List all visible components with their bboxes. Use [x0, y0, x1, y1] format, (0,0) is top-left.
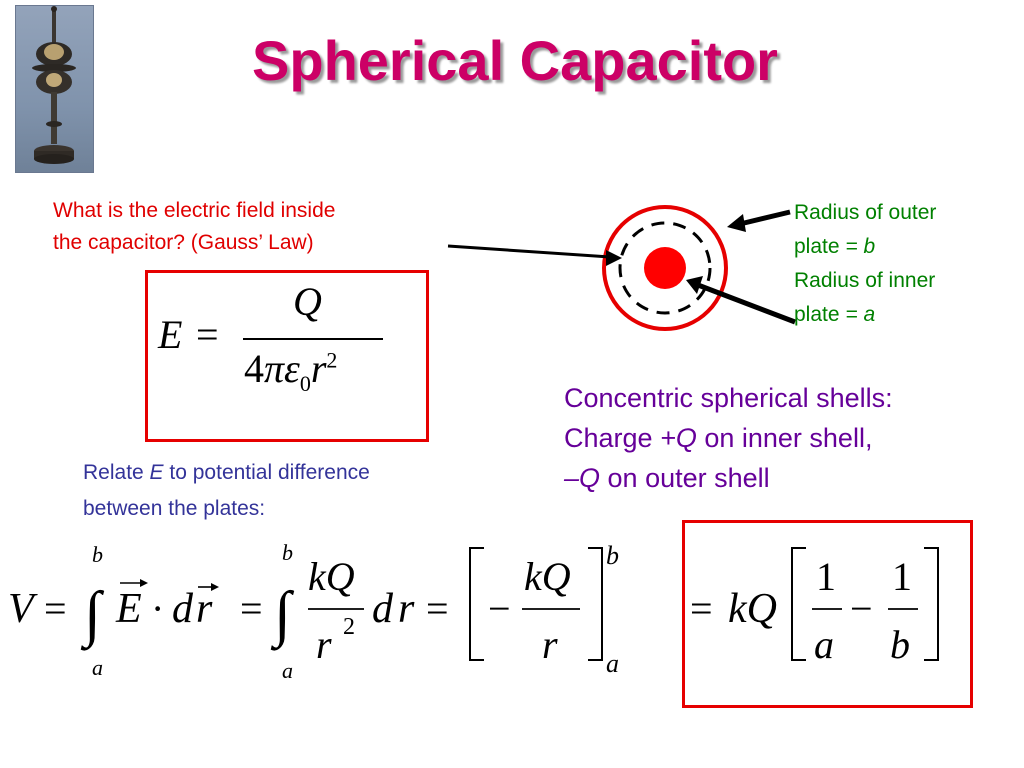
- eq-equals-3: =: [426, 586, 449, 631]
- inner-shell: [644, 247, 686, 289]
- relate-prefix: Relate: [83, 461, 150, 484]
- eq-r-denominator: r: [316, 622, 332, 667]
- eq-limit-bottom-2: a: [282, 658, 293, 683]
- arrow-to-outer: [727, 209, 791, 232]
- eq-a: a: [814, 622, 834, 667]
- field-equation-box: E = Q 4πε0r2: [145, 270, 429, 442]
- outer-label-eq: = b: [845, 235, 876, 258]
- eq-limit-top-2: b: [282, 540, 293, 565]
- eq-one-1: 1: [816, 554, 836, 599]
- eq-limit-top-1: b: [92, 542, 103, 567]
- outer-label-line-2: plate = b: [794, 230, 936, 264]
- eq-one-2: 1: [892, 554, 912, 599]
- shells-line-1: Concentric spherical shells:: [564, 383, 893, 413]
- eq-r-exponent: 2: [343, 614, 355, 640]
- eq-E-vector: E: [115, 586, 142, 632]
- eq-r-dr: r: [398, 586, 415, 632]
- result-box: [682, 520, 973, 708]
- eq-kQ-2: kQ: [524, 554, 571, 599]
- question-line-2: the capacitor? (Gauss’ Law): [53, 231, 314, 254]
- den-subscript: 0: [299, 371, 311, 396]
- field-numerator: Q: [293, 279, 322, 324]
- relate-line-1: Relate E to potential difference: [83, 455, 370, 491]
- den-pi: π: [264, 346, 285, 391]
- eq-bracket-left-2: [791, 547, 806, 661]
- eq-eval-top: b: [606, 541, 619, 570]
- capacitor-photo: [15, 5, 94, 173]
- eq-r-vector: r: [196, 586, 213, 632]
- inner-charge: +Q: [660, 423, 697, 453]
- eq-limit-bottom-1: a: [92, 655, 103, 680]
- eq-r-denominator-2: r: [542, 622, 558, 667]
- arrow-to-inner: [686, 276, 796, 325]
- outer-charge-suffix: on outer shell: [600, 463, 770, 493]
- relate-suffix: to potential difference: [163, 461, 370, 484]
- inner-charge-suffix: on inner shell,: [696, 423, 873, 453]
- eq-eval-bottom: a: [606, 649, 619, 678]
- eq-integral-1: ∫: [80, 580, 105, 651]
- vector-arrow-E: [120, 579, 148, 587]
- outer-label-prefix: plate: [794, 235, 846, 258]
- den-r: r: [310, 346, 327, 391]
- shells-description: Concentric spherical shells: Charge +Q o…: [564, 378, 893, 498]
- outer-shell: [602, 205, 728, 331]
- den-epsilon: ε: [284, 346, 300, 391]
- arrow-to-gaussian: [447, 244, 622, 266]
- eq-integral-2: ∫: [270, 580, 295, 651]
- eq-b: b: [890, 622, 910, 667]
- field-denominator: 4πε0r2: [244, 345, 337, 397]
- eq-minus-1: −: [488, 586, 511, 631]
- inner-label-line-1: Radius of inner: [794, 269, 936, 292]
- outer-label-line-1: Radius of outer: [794, 201, 937, 224]
- eq-d-2: d: [372, 586, 394, 632]
- question-line-1: What is the electric field inside: [53, 199, 336, 222]
- eq-d-1: d: [172, 586, 194, 632]
- eq-V: V: [8, 586, 38, 632]
- eq-equals-4: =: [690, 586, 713, 631]
- relate-text: Relate E to potential difference between…: [83, 455, 370, 527]
- inner-label-prefix: plate: [794, 303, 846, 326]
- eq-kQ-1: kQ: [308, 554, 355, 599]
- den-four: 4: [244, 346, 264, 391]
- field-equals: =: [196, 312, 219, 357]
- vector-arrow-r: [198, 583, 219, 591]
- den-exponent: 2: [326, 347, 338, 373]
- outer-charge: –Q: [564, 463, 601, 493]
- shells-charge-prefix: Charge: [564, 423, 661, 453]
- inner-label-eq: = a: [845, 303, 876, 326]
- gauss-question: What is the electric field inside the ca…: [53, 195, 335, 259]
- eq-equals-2: =: [240, 586, 263, 631]
- eq-bracket-right-2: [924, 547, 939, 661]
- shells-diagram: [447, 205, 796, 331]
- eq-minus-2: −: [850, 586, 873, 631]
- eq-bracket-left-1: [469, 547, 484, 661]
- slide-title: Spherical Capacitor: [252, 29, 778, 92]
- radius-labels: Radius of outer plate = b Radius of inne…: [794, 196, 936, 332]
- eq-equals-1: =: [44, 586, 67, 631]
- inner-label-line-2: plate = a: [794, 298, 936, 332]
- eq-dot: ·: [151, 586, 164, 631]
- fraction-bar: [243, 338, 383, 340]
- shells-line-3: –Q on outer shell: [564, 458, 893, 498]
- gaussian-surface: [618, 221, 712, 315]
- shells-line-2: Charge +Q on inner shell,: [564, 418, 893, 458]
- field-lhs: E: [158, 312, 183, 357]
- potential-equation: V = ∫ b a E · d r = ∫ b a kQ r 2 d r = −…: [8, 540, 939, 683]
- eq-kQ-3: kQ: [728, 586, 777, 632]
- eq-bracket-right-1: [588, 547, 603, 661]
- relate-var: E: [149, 461, 164, 484]
- relate-line-2: between the plates:: [83, 497, 266, 520]
